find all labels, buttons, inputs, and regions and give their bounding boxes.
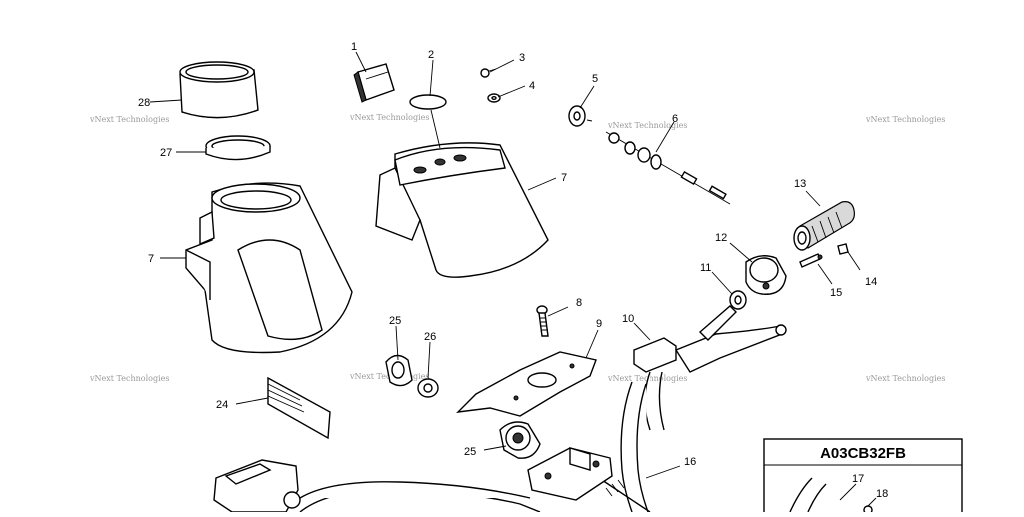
watermark: vNext Technologies [865,115,945,124]
part-7-housing-right [375,142,549,278]
part-11-collar [729,290,747,310]
reference-box: A03CB32FB [763,438,963,517]
callout-10: 10 [622,313,634,325]
part-28-gauge-bezel [179,61,259,119]
callout-18: 18 [876,488,888,500]
part-7-housing-left [185,182,353,354]
callout-25-upper: 25 [389,315,401,327]
part-14-end-cap [837,243,849,255]
handlebar-clamp [527,447,613,501]
callout-7-right: 7 [561,172,567,184]
part-25-clamp-upper [385,354,413,387]
part-15-screws [799,253,823,268]
part-16-handlebar [299,381,651,513]
part-5-nut [568,105,593,127]
part-26-grommet [417,378,439,398]
part-27-ring [205,135,271,161]
callout-24: 24 [216,399,228,411]
callout-13: 13 [794,178,806,190]
callout-8: 8 [576,297,582,309]
callout-5: 5 [592,73,598,85]
reference-code: A03CB32FB [820,445,906,462]
callout-12: 12 [715,232,727,244]
callout-2: 2 [428,49,434,61]
callout-6: 6 [672,113,678,125]
callout-27: 27 [160,147,172,159]
watermark: vNext Technologies [89,374,169,383]
part-9-bracket [456,351,597,417]
watermark: vNext Technologies [89,115,169,124]
callout-26: 26 [424,331,436,343]
callout-1: 1 [351,41,357,53]
part-8-bolt [536,305,549,337]
part-6-cable-assembly [605,131,731,205]
callout-4: 4 [529,80,535,92]
callout-14: 14 [865,276,877,288]
part-13-grip [793,201,855,251]
callout-25-lower: 25 [464,446,476,458]
part-24-decal [267,376,331,440]
part-1-clip [353,63,395,103]
callout-11: 11 [700,262,711,274]
callout-7-left: 7 [148,253,154,265]
watermark: vNext Technologies [349,113,429,122]
callout-15: 15 [830,287,842,299]
callouts: 1 2 3 4 5 6 7 7 8 9 10 11 12 13 14 15 16… [138,41,888,500]
part-2-seal [409,94,447,110]
callout-9: 9 [596,318,602,330]
watermark: vNext Technologies [607,121,687,130]
callout-3: 3 [519,52,525,64]
part-4-washer [487,93,501,103]
callout-16: 16 [684,456,696,468]
leader-lines [149,51,877,507]
part-25-connector-lower [499,421,541,459]
callout-17: 17 [852,473,864,485]
part-12-throttle-housing [745,255,787,295]
left-switch-block [213,459,301,513]
part-10-brake-master [633,305,787,431]
part-3-screw [480,68,497,78]
callout-28: 28 [138,97,150,109]
watermark: vNext Technologies [865,374,945,383]
